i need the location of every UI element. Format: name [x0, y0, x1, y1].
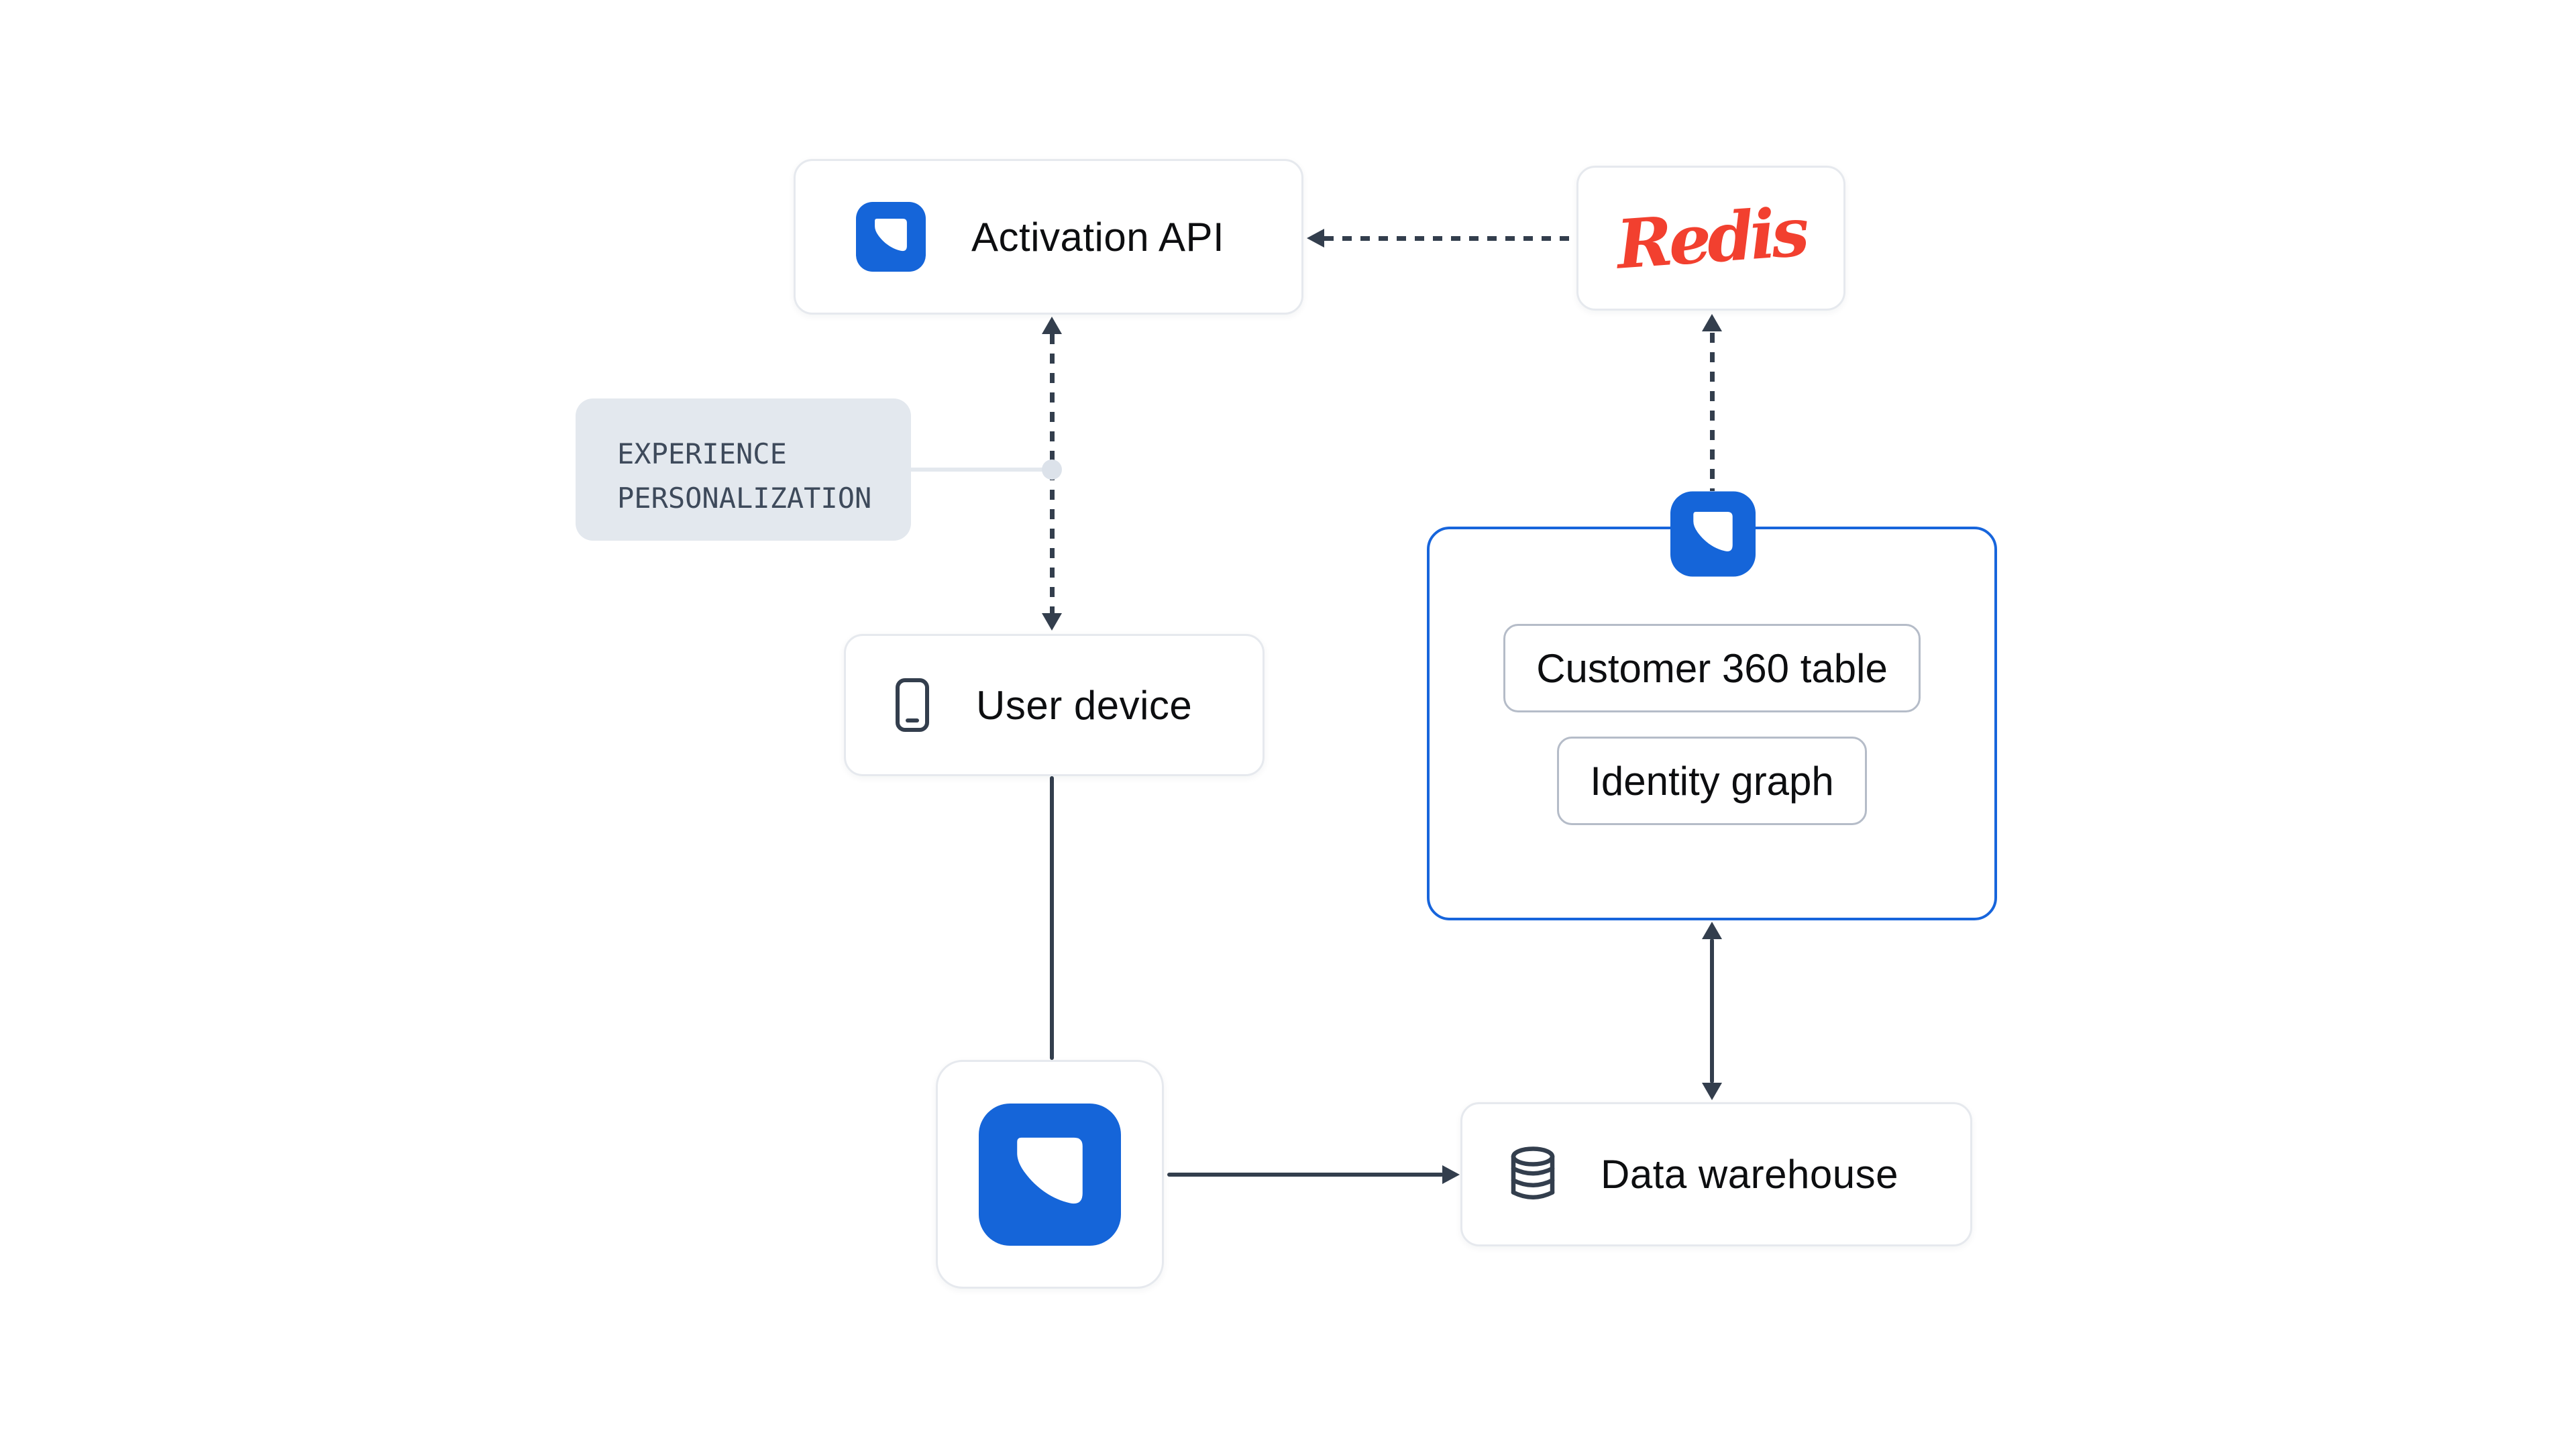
arrow-logo-to-warehouse-line [1167, 1173, 1444, 1177]
arrow-platform-warehouse-head-bottom [1702, 1083, 1722, 1100]
arrow-redis-to-activation-head [1307, 229, 1324, 248]
brand-logo-icon [856, 202, 926, 272]
brand-logo-icon [979, 1103, 1121, 1246]
database-icon [1511, 1146, 1555, 1199]
arrow-redis-to-activation-line [1324, 236, 1576, 241]
chip-customer-360-table-label: Customer 360 table [1536, 645, 1888, 691]
node-brand-logo [936, 1060, 1164, 1289]
tag-connector-line [911, 468, 1045, 472]
tag-line-2: PERSONALIZATION [617, 482, 872, 515]
arrow-activation-userdevice-head-top [1042, 317, 1062, 334]
arrow-platform-warehouse-line [1710, 938, 1714, 1083]
activation-api-label: Activation API [971, 214, 1225, 260]
arrow-platform-to-redis-head [1702, 314, 1722, 331]
data-warehouse-label: Data warehouse [1601, 1152, 1898, 1197]
arrow-platform-warehouse-head-top [1702, 922, 1722, 939]
node-redis: Redis [1576, 166, 1845, 311]
platform-chip-list: Customer 360 table Identity graph [1430, 624, 1994, 825]
user-device-label: User device [976, 682, 1193, 728]
junction-dot [1042, 460, 1062, 480]
chip-identity-graph-label: Identity graph [1590, 758, 1834, 804]
node-activation-api: Activation API [794, 159, 1303, 315]
arrow-platform-to-redis-line [1710, 333, 1715, 491]
node-customer-platform: Customer 360 table Identity graph [1427, 527, 1997, 920]
tag-experience-personalization: EXPERIENCE PERSONALIZATION [576, 398, 911, 541]
tag-line-1: EXPERIENCE [617, 437, 787, 470]
brand-logo-icon [1670, 491, 1756, 577]
redis-logotype: Redis [1614, 192, 1808, 284]
node-user-device: User device [844, 634, 1265, 776]
chip-identity-graph: Identity graph [1557, 737, 1867, 825]
smartphone-icon [896, 678, 929, 732]
line-userdevice-to-logo [1050, 776, 1054, 1060]
arrow-activation-userdevice-head-bottom [1042, 613, 1062, 631]
node-data-warehouse: Data warehouse [1460, 1102, 1972, 1246]
arrow-logo-to-warehouse-head [1442, 1165, 1460, 1184]
chip-customer-360-table: Customer 360 table [1503, 624, 1921, 712]
